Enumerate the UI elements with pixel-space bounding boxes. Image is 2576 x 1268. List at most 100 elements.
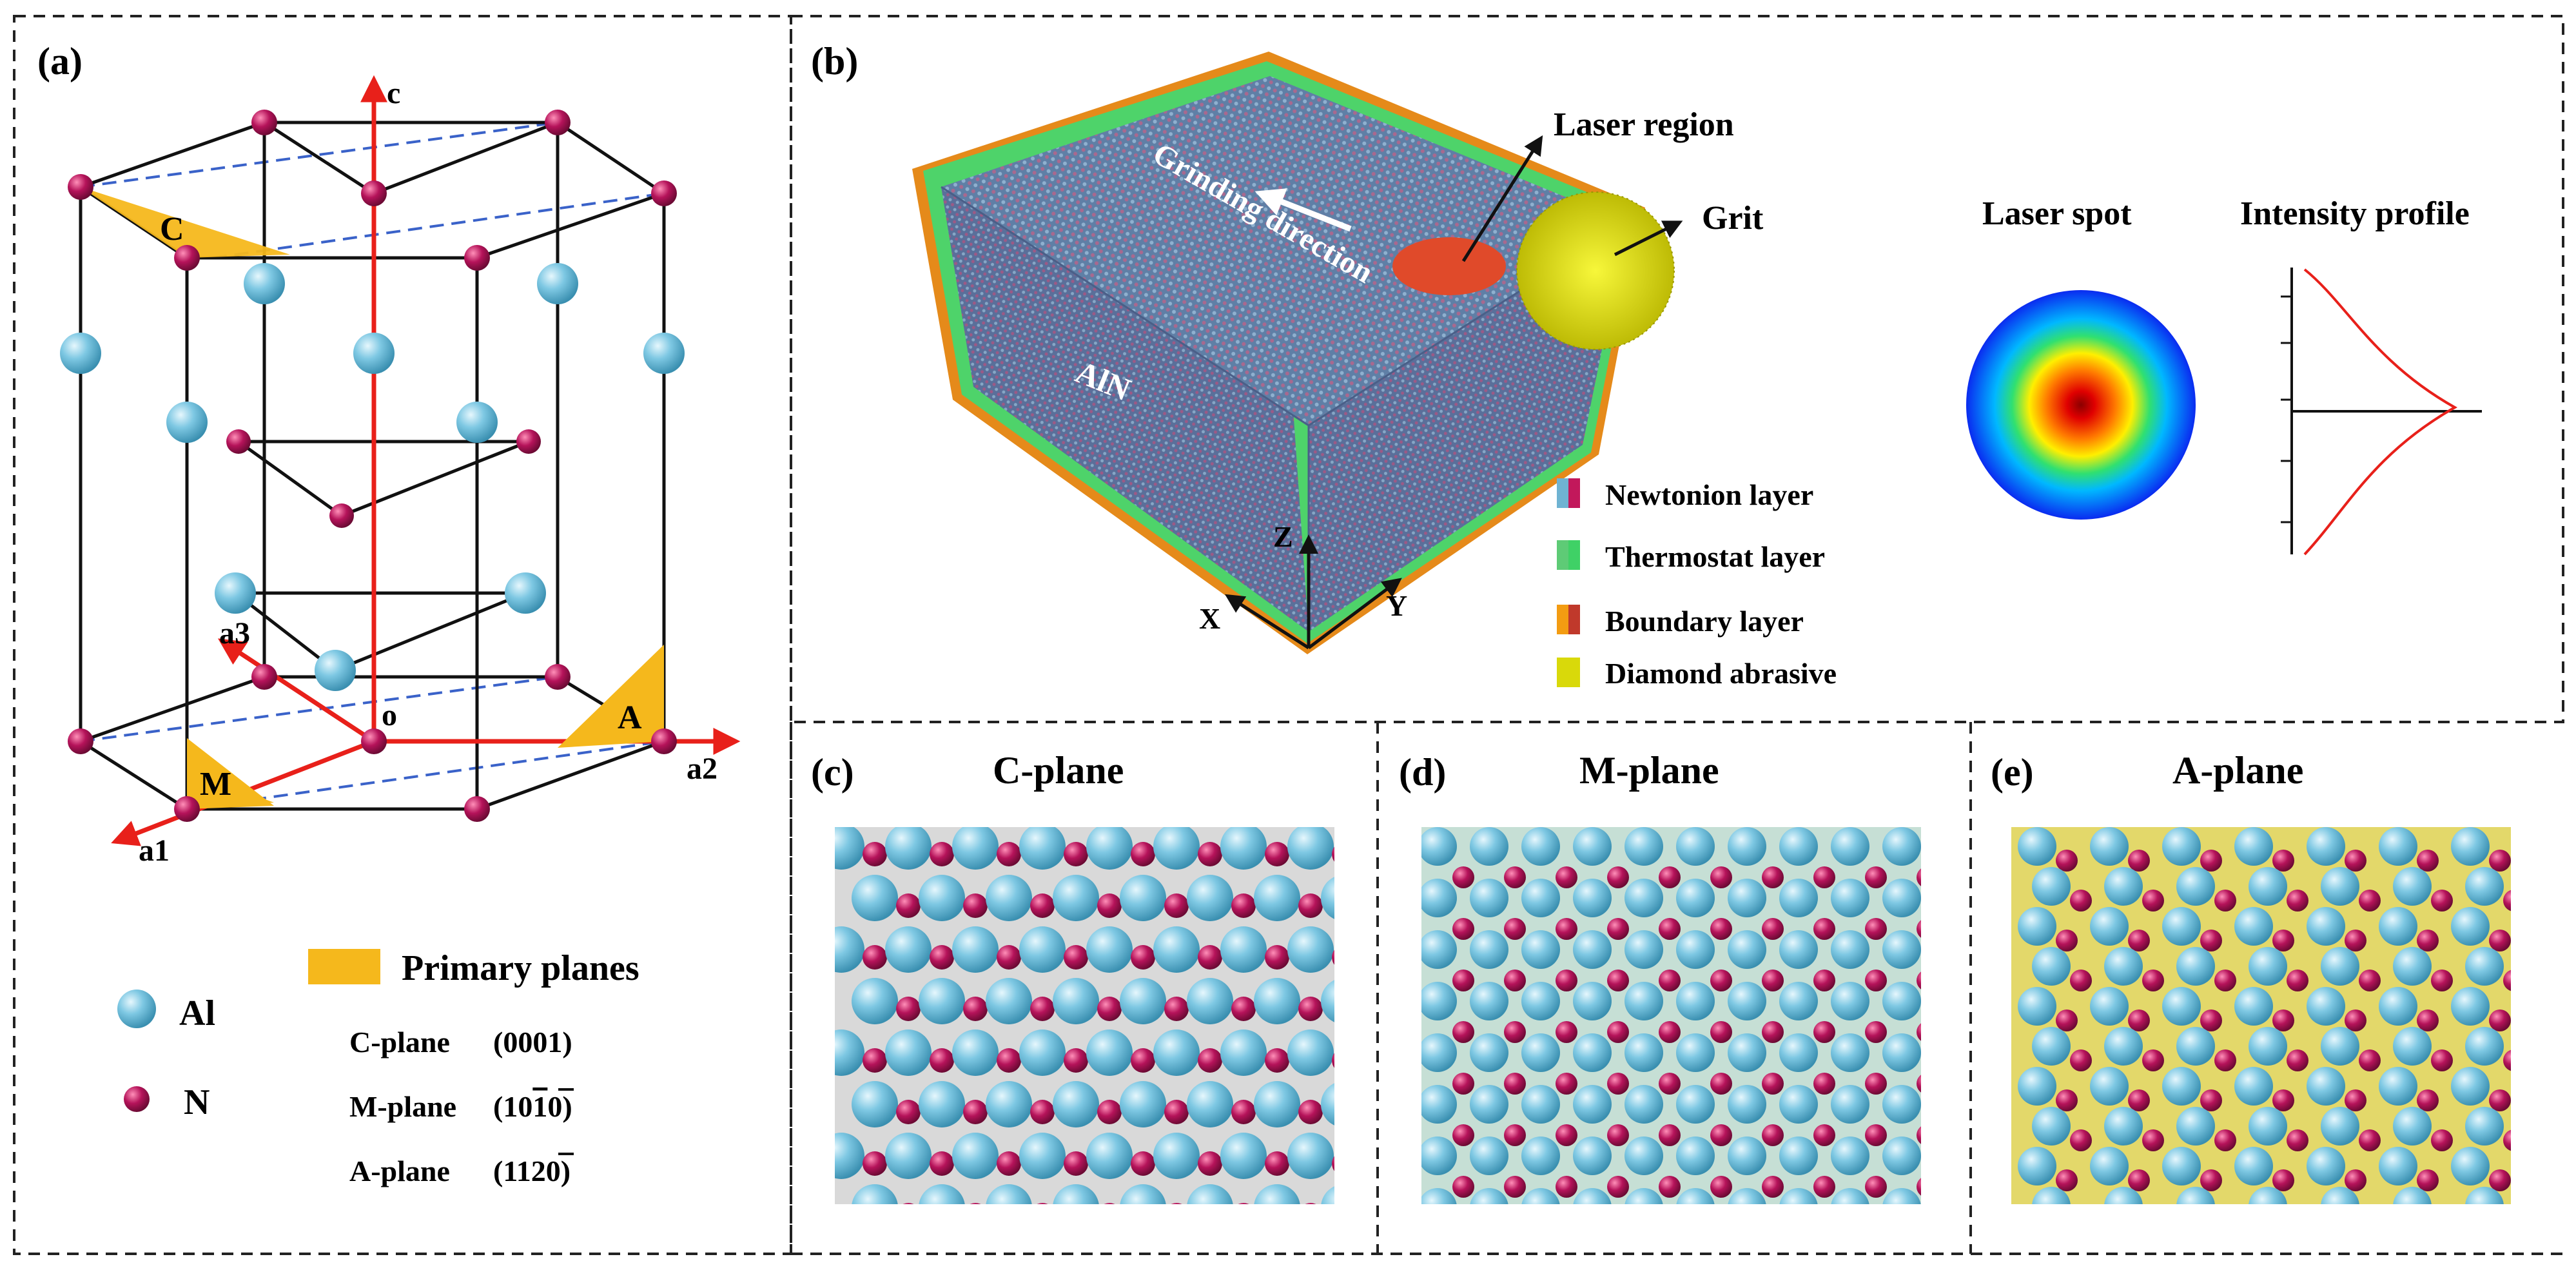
n-atom bbox=[2200, 1089, 2222, 1111]
al-atom bbox=[1220, 926, 1267, 973]
n-atom bbox=[1399, 945, 1423, 970]
n-atom bbox=[930, 945, 954, 970]
n-atom bbox=[2345, 930, 2366, 951]
n-atom bbox=[1710, 1073, 1732, 1095]
n-atom bbox=[1762, 1124, 1784, 1146]
al-atom bbox=[885, 1029, 932, 1076]
n-atom bbox=[1298, 1100, 1323, 1124]
al-atom bbox=[1676, 827, 1715, 866]
al-atom bbox=[1287, 1133, 1334, 1179]
al-atom bbox=[1470, 1033, 1508, 1072]
n-atom bbox=[1917, 971, 1921, 990]
n-atom bbox=[2142, 1049, 2164, 1071]
n-atom bbox=[1659, 1176, 1681, 1198]
z-axis-label: Z bbox=[1273, 520, 1293, 553]
svg-text:M-plane (1010): M-plane (1010) bbox=[349, 1090, 572, 1123]
n-atom bbox=[863, 842, 887, 866]
n-atom bbox=[1265, 1048, 1289, 1073]
n-atom bbox=[1332, 1053, 1334, 1068]
al-atom bbox=[1470, 879, 1508, 917]
n-atom bbox=[1813, 866, 1835, 888]
n-atom bbox=[2489, 930, 2511, 951]
al-legend-label: Al bbox=[179, 993, 215, 1033]
n-atom bbox=[997, 1151, 1021, 1176]
al-atom bbox=[1521, 1085, 1560, 1124]
n-atom bbox=[1452, 1227, 1474, 1249]
n-atom bbox=[1504, 866, 1526, 888]
n-atom bbox=[1265, 945, 1289, 970]
al-atom bbox=[2104, 1107, 2143, 1146]
n-atom bbox=[963, 1100, 988, 1124]
al-atom bbox=[1625, 1085, 1663, 1124]
al-atom bbox=[1779, 879, 1818, 917]
n-atom bbox=[2431, 1049, 2453, 1071]
plane-c-mark: C bbox=[160, 211, 184, 248]
c-plane-marker bbox=[81, 187, 290, 258]
md-model: Grinding direction AlN Laser region Grit… bbox=[912, 52, 1764, 654]
n-atom bbox=[1762, 1176, 1784, 1198]
al-atom bbox=[2234, 1067, 2273, 1106]
n-atom bbox=[2287, 1049, 2308, 1071]
al-atom bbox=[2321, 867, 2359, 906]
al-atom bbox=[919, 1081, 965, 1127]
al-atom bbox=[835, 926, 864, 973]
legend-b: Newtonion layer Thermostat layer Boundar… bbox=[1557, 478, 1837, 690]
n-atom bbox=[1097, 1100, 1122, 1124]
al-atom bbox=[1779, 1188, 1818, 1204]
al-atom bbox=[1421, 879, 1457, 917]
n-atom bbox=[2359, 1049, 2381, 1071]
grit-label: Grit bbox=[1702, 200, 1764, 237]
al-atom bbox=[1676, 930, 1715, 969]
n-atom bbox=[2214, 890, 2236, 912]
n-atom bbox=[1762, 866, 1784, 888]
al-atom bbox=[1882, 930, 1921, 969]
al-atom bbox=[2379, 907, 2417, 946]
n-atom bbox=[896, 893, 921, 918]
x-axis-label: X bbox=[1199, 602, 1220, 635]
n-atom bbox=[2272, 1169, 2294, 1191]
n-atom bbox=[1198, 1151, 1222, 1176]
n-atom bbox=[1231, 997, 1256, 1021]
legend-b-thermostat: Thermostat layer bbox=[1557, 540, 1825, 573]
al-atom bbox=[2176, 1027, 2215, 1066]
n-atom bbox=[2287, 1129, 2308, 1151]
n-atom bbox=[1865, 918, 1887, 940]
axis-a3-label: a3 bbox=[219, 616, 250, 650]
n-atom bbox=[2489, 850, 2511, 872]
al-atom bbox=[1676, 1085, 1715, 1124]
plane-m-mark: M bbox=[200, 766, 231, 803]
al-atom bbox=[2104, 867, 2143, 906]
n-atom bbox=[863, 1048, 887, 1073]
al-atom bbox=[1421, 930, 1457, 969]
al-atom bbox=[1521, 1136, 1560, 1175]
n-atom bbox=[2359, 970, 2381, 991]
al-atom bbox=[2321, 1187, 2359, 1204]
crystal-structure: c a2 a1 a3 o C M A bbox=[60, 75, 741, 868]
al-atom bbox=[1728, 1085, 1766, 1124]
n-atom bbox=[1659, 918, 1681, 940]
n-atom bbox=[2272, 1010, 2294, 1031]
n-atom bbox=[2345, 850, 2366, 872]
al-atom bbox=[1421, 1136, 1457, 1175]
al-atom bbox=[2465, 1187, 2504, 1204]
n-atom bbox=[2070, 1209, 2092, 1231]
al-atom bbox=[1521, 1033, 1560, 1072]
al-atom bbox=[885, 827, 932, 870]
al-atom bbox=[2451, 827, 2490, 866]
n-atom bbox=[1710, 970, 1732, 991]
panel-d-title: M-plane bbox=[1579, 749, 1719, 792]
al-atom bbox=[2234, 987, 2273, 1026]
n-atom bbox=[1399, 1048, 1423, 1073]
al-atom bbox=[2234, 1147, 2273, 1185]
al-atom bbox=[852, 978, 898, 1024]
al-atom bbox=[2104, 1027, 2143, 1066]
al-atom bbox=[1321, 1186, 1334, 1204]
n-legend-label: N bbox=[184, 1082, 210, 1122]
al-atom bbox=[1882, 1085, 1921, 1124]
n-atom bbox=[1556, 1124, 1577, 1146]
al-atom bbox=[2393, 1107, 2432, 1146]
al-atom bbox=[2090, 827, 2129, 866]
al-atom bbox=[2465, 1027, 2504, 1066]
al-atom bbox=[2249, 1027, 2287, 1066]
